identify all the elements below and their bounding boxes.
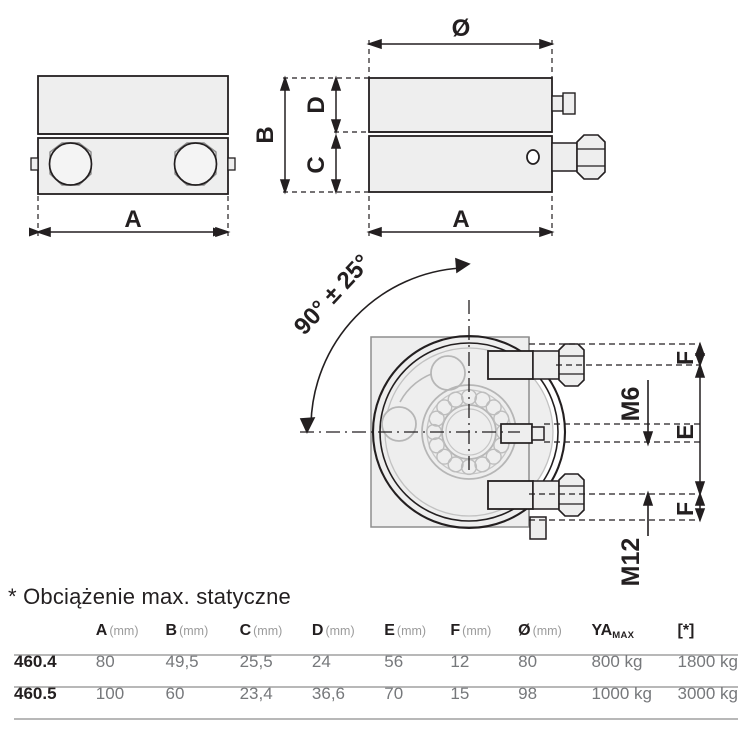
header-b-unit: (mm) xyxy=(179,624,209,638)
view-side-right xyxy=(279,38,606,238)
cell-f: 15 xyxy=(450,684,470,703)
header-ya-subscript: MAX xyxy=(612,630,635,641)
header-diameter: Ø(mm) xyxy=(518,622,591,652)
table-row: 460.5 100 60 23,4 36,6 70 15 98 1000 kg … xyxy=(14,684,738,716)
header-c: C(mm) xyxy=(240,622,312,652)
cell-a: 80 xyxy=(95,652,115,671)
angle-label: 90° ± 25° xyxy=(289,249,376,340)
cell-model: 460.4 xyxy=(14,652,57,671)
dimension-label-A-left: A xyxy=(124,206,141,233)
technical-drawing: A xyxy=(29,15,706,587)
cell-star: 1800 kg xyxy=(677,652,739,671)
header-e-unit: (mm) xyxy=(396,624,427,638)
view-front-left xyxy=(29,75,236,238)
header-d-unit: (mm) xyxy=(325,624,355,638)
dimension-label-D: D xyxy=(303,96,330,113)
view-plan-bottom xyxy=(299,257,706,540)
header-f-unit: (mm) xyxy=(462,624,492,638)
dimension-label-B: B xyxy=(252,126,279,143)
header-d: D(mm) xyxy=(312,622,384,652)
header-f: F(mm) xyxy=(450,622,518,652)
dimension-label-diameter: Ø xyxy=(452,15,471,42)
header-diameter-label: Ø xyxy=(518,622,531,639)
header-star-label: [*] xyxy=(677,622,695,639)
dimension-label-F-bottom: F xyxy=(672,502,698,516)
cell-f: 12 xyxy=(450,652,470,671)
static-load-note: * Obciążenie max. statyczne xyxy=(8,584,291,609)
header-b: B(mm) xyxy=(166,622,240,652)
cell-c: 25,5 xyxy=(239,652,273,671)
cell-d: 24 xyxy=(311,652,331,671)
header-e-label: E xyxy=(384,622,395,639)
table-rule-middle xyxy=(14,686,738,688)
cell-diameter: 98 xyxy=(518,684,538,703)
cell-model: 460.5 xyxy=(14,684,57,703)
header-f-label: F xyxy=(450,622,461,639)
header-e: E(mm) xyxy=(384,622,450,652)
table-rule-top xyxy=(14,654,738,656)
cell-e: 56 xyxy=(384,652,404,671)
specification-table: A(mm) B(mm) C(mm) D(mm) E(mm) F(mm) Ø(mm… xyxy=(14,622,738,716)
cell-diameter: 80 xyxy=(518,652,538,671)
dimension-label-C: C xyxy=(303,156,330,173)
table-rule-bottom xyxy=(14,718,738,720)
header-ya-max: YAMAX xyxy=(591,622,677,652)
cell-star: 3000 kg xyxy=(677,684,739,703)
dimension-label-A-right: A xyxy=(452,206,469,233)
cell-e: 70 xyxy=(384,684,404,703)
header-d-label: D xyxy=(311,622,324,639)
cell-c: 23,4 xyxy=(239,684,273,703)
table-header-row: A(mm) B(mm) C(mm) D(mm) E(mm) F(mm) Ø(mm… xyxy=(14,622,738,652)
dimension-label-F-top: F xyxy=(672,351,698,365)
header-star: [*] xyxy=(678,622,739,652)
dimension-label-E: E xyxy=(672,424,698,439)
header-diameter-unit: (mm) xyxy=(532,624,562,638)
cell-a: 100 xyxy=(95,684,125,703)
thread-label-m6: M6 xyxy=(617,387,645,422)
table-row: 460.4 80 49,5 25,5 24 56 12 80 800 kg 18… xyxy=(14,652,738,684)
header-a-label: A xyxy=(95,622,108,639)
cell-ya-max: 800 kg xyxy=(591,652,643,671)
header-a: A(mm) xyxy=(96,622,166,652)
header-ya-label: YA xyxy=(591,622,613,639)
cell-b: 49,5 xyxy=(165,652,199,671)
header-a-unit: (mm) xyxy=(109,624,139,638)
header-c-unit: (mm) xyxy=(253,624,283,638)
thread-label-m12: M12 xyxy=(617,538,645,587)
header-model xyxy=(14,622,96,652)
cell-b: 60 xyxy=(165,684,185,703)
header-b-label: B xyxy=(165,622,178,639)
cell-ya-max: 1000 kg xyxy=(591,684,652,703)
cell-d: 36,6 xyxy=(311,684,345,703)
header-c-label: C xyxy=(239,622,252,639)
